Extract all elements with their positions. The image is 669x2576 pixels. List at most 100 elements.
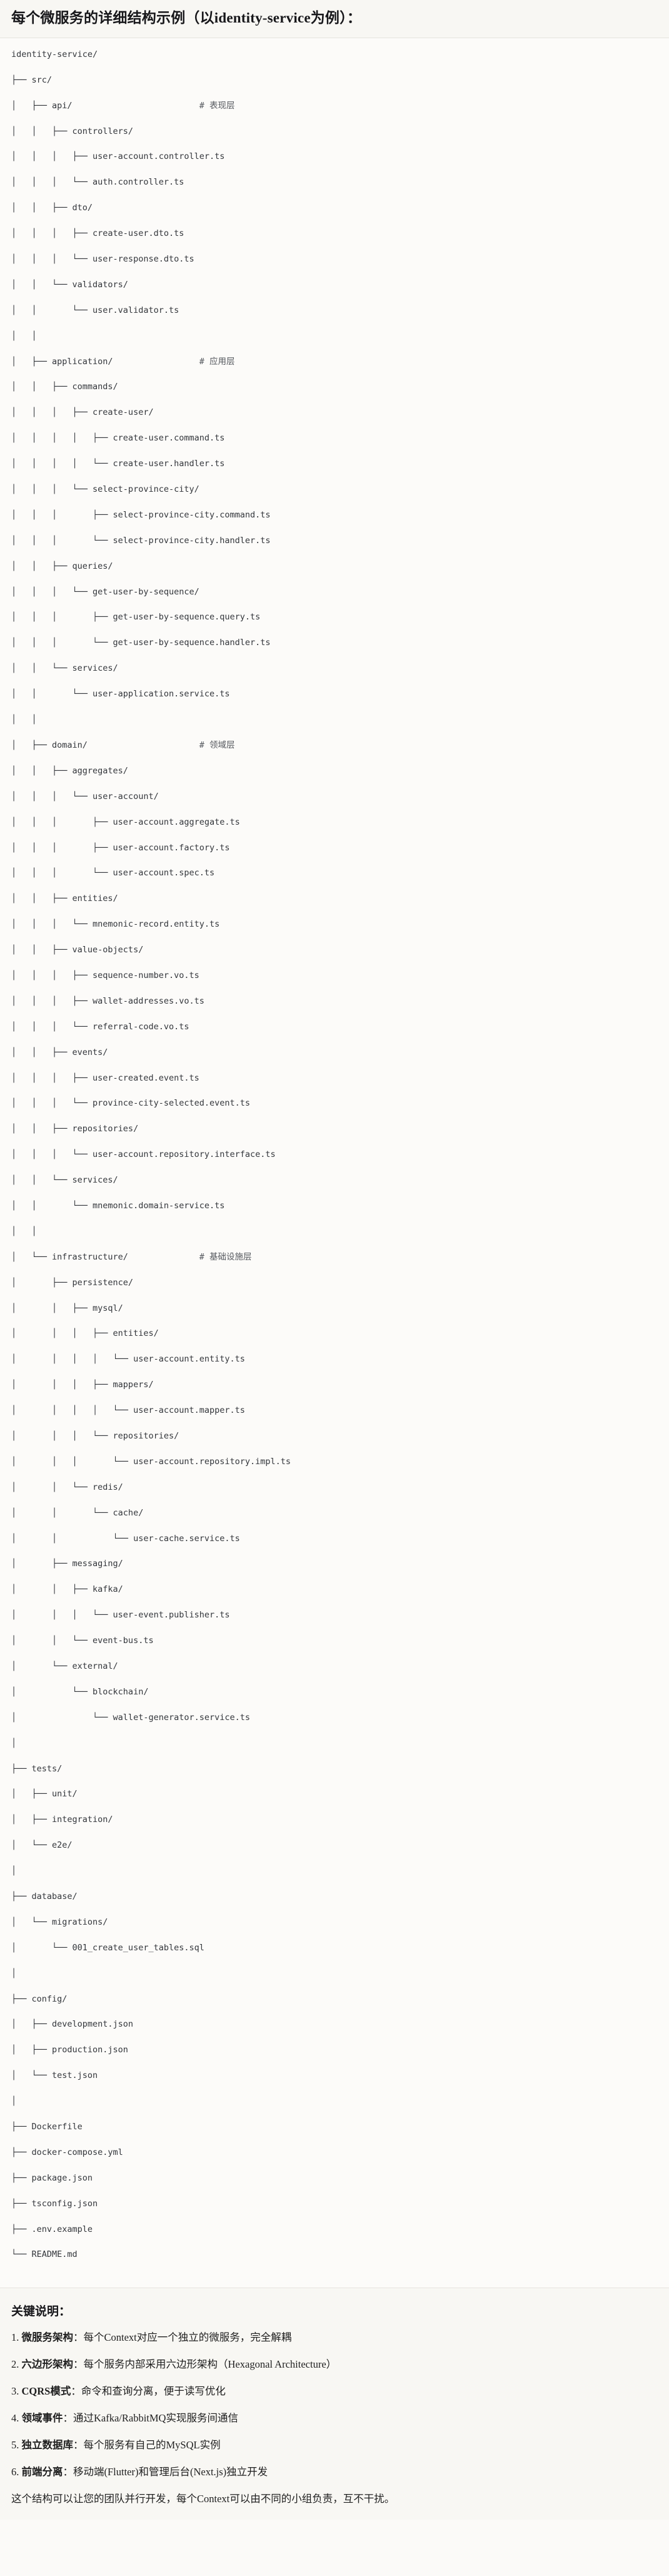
- tree-line: │ │: [11, 330, 658, 342]
- tree-line-label: identity-service/: [11, 49, 98, 59]
- tree-line-label: │ │ │ ├── create-user/: [11, 407, 154, 418]
- tree-line: ├── tests/: [11, 1763, 658, 1775]
- tree-line-comment: # 应用层: [199, 356, 235, 367]
- key-note-description: 移动端(Flutter)和管理后台(Next.js)独立开发: [73, 2465, 268, 2478]
- tree-line: ├── docker-compose.yml: [11, 2146, 658, 2159]
- key-note-term: 领域事件: [21, 2412, 63, 2425]
- tree-line-label: │ └── blockchain/: [11, 1686, 149, 1697]
- tree-line-label: │ │ ├── controllers/: [11, 126, 134, 136]
- tree-line-label: │ │: [11, 715, 37, 725]
- key-note-separator: ：: [63, 2412, 74, 2425]
- key-note-item: 6. 前端分离：移动端(Flutter)和管理后台(Next.js)独立开发: [11, 2465, 658, 2480]
- key-note-item: 3. CQRS模式：命令和查询分离，便于读写优化: [11, 2384, 658, 2399]
- tree-line: │ │ │ └── get-user-by-sequence.handler.t…: [11, 636, 658, 649]
- tree-line-label: │ │ ├── value-objects/: [11, 945, 144, 955]
- tree-line: │ │ │ │ └── user-account.mapper.ts: [11, 1404, 658, 1417]
- tree-line-label: │ ├── domain/: [11, 740, 88, 750]
- tree-line: │ └── blockchain/: [11, 1686, 658, 1698]
- tree-line-label: │ │ │ └── repositories/: [11, 1430, 179, 1441]
- tree-line: │ │ │ └── user-response.dto.ts: [11, 253, 658, 265]
- tree-line: │ │ │ ├── user-created.event.ts: [11, 1072, 658, 1084]
- tree-line-gap: [113, 357, 199, 367]
- key-note-term: 六边形架构: [21, 2358, 74, 2371]
- key-note-term: 独立数据库: [21, 2439, 74, 2451]
- key-notes-heading: 关键说明：: [11, 2305, 71, 2319]
- key-note-description: 每个服务有自己的MySQL实例: [83, 2439, 221, 2451]
- tree-line-label: ├── .env.example: [11, 2224, 93, 2234]
- key-note-item: 5. 独立数据库：每个服务有自己的MySQL实例: [11, 2438, 658, 2453]
- page-root: 每个微服务的详细结构示例（以identity-service为例）： ident…: [0, 10, 669, 2505]
- tree-line: │ ├── persistence/: [11, 1276, 658, 1289]
- tree-line-label: │ │ └── event-bus.ts: [11, 1636, 154, 1646]
- tree-line: │ │ │ ├── create-user/: [11, 406, 658, 419]
- key-note-separator: ：: [63, 2465, 74, 2478]
- tree-line: ├── config/: [11, 1993, 658, 2005]
- directory-tree-block: identity-service/ ├── src/ │ ├── api/ # …: [0, 38, 669, 2289]
- tree-line-label: │ │ │ │ ├── create-user.command.ts: [11, 433, 225, 444]
- tree-line: │ │ ├── commands/: [11, 380, 658, 393]
- key-note-item: 4. 领域事件：通过Kafka/RabbitMQ实现服务间通信: [11, 2411, 658, 2426]
- key-note-item: 1. 微服务架构：每个Context对应一个独立的微服务，完全解耦: [11, 2330, 658, 2345]
- tree-line-label: │ │ ├── commands/: [11, 382, 118, 392]
- tree-line: │ ├── domain/ # 领域层: [11, 739, 658, 751]
- key-note-description: 每个服务内部采用六边形架构（Hexagonal Architecture）: [83, 2358, 337, 2371]
- tree-line-label: ├── tsconfig.json: [11, 2198, 98, 2209]
- tree-line-label: │ │ │ └── select-province-city/: [11, 484, 199, 495]
- tree-line-label: │ │: [11, 1226, 37, 1236]
- tree-line-label: │ │ │ ├── select-province-city.command.t…: [11, 509, 271, 520]
- tree-line-label: │ └── wallet-generator.service.ts: [11, 1712, 251, 1723]
- key-note-term: 前端分离: [21, 2465, 63, 2478]
- tree-line-label: │ │ │ │ └── user-account.mapper.ts: [11, 1405, 245, 1416]
- tree-line: │ │ │ ├── user-account.aggregate.ts: [11, 816, 658, 828]
- tree-line: │ │ │ ├── select-province-city.command.t…: [11, 509, 658, 521]
- tree-line: ├── src/: [11, 74, 658, 86]
- tree-line-label: │ │ │ ├── sequence-number.vo.ts: [11, 970, 199, 980]
- tree-line: │ │ │ └── get-user-by-sequence/: [11, 586, 658, 598]
- key-note-description: 每个Context对应一个独立的微服务，完全解耦: [83, 2331, 292, 2344]
- tree-line: │: [11, 1967, 658, 1980]
- tree-line: │ └── wallet-generator.service.ts: [11, 1711, 658, 1724]
- tree-line: │ │ │ ├── user-account.controller.ts: [11, 150, 658, 163]
- tree-line-label: │ │ └── user-application.service.ts: [11, 689, 230, 700]
- tree-line: │ │ │ │ └── user-account.entity.ts: [11, 1353, 658, 1365]
- tree-line-label: │ │ ├── dto/: [11, 203, 93, 213]
- tree-line-comment: # 表现层: [199, 100, 235, 111]
- tree-line: │ │ │ └── referral-code.vo.ts: [11, 1021, 658, 1033]
- tree-line-label: │ │ │ └── get-user-by-sequence.handler.t…: [11, 638, 271, 648]
- tree-line-label: │: [11, 1968, 17, 1978]
- tree-line-label: │ └── infrastructure/: [11, 1251, 128, 1262]
- tree-line: │ │ └── validators/: [11, 278, 658, 291]
- key-note-description: 命令和查询分离，便于读写优化: [81, 2385, 226, 2398]
- tree-line-label: │: [11, 2096, 17, 2107]
- tree-line-label: ├── tests/: [11, 1763, 63, 1774]
- tree-line: │ │ └── redis/: [11, 1481, 658, 1494]
- tree-line-label: │ │ ├── events/: [11, 1047, 108, 1057]
- tree-line: │ ├── application/ # 应用层: [11, 355, 658, 368]
- tree-line-label: │ │ │ └── get-user-by-sequence/: [11, 586, 199, 597]
- closing-paragraph: 这个结构可以让您的团队并行开发，每个Context可以由不同的小组负责，互不干扰…: [11, 2492, 395, 2505]
- tree-line-label: │ │ │ ├── create-user.dto.ts: [11, 228, 184, 239]
- key-note-number: 5.: [11, 2439, 19, 2451]
- tree-line: │ ├── messaging/: [11, 1557, 658, 1570]
- tree-line-label: │ ├── production.json: [11, 2045, 128, 2055]
- tree-line-label: │ │ ├── entities/: [11, 893, 118, 904]
- tree-line-label: │ │ │ └── province-city-selected.event.t…: [11, 1098, 251, 1109]
- tree-line-label: │ │ │ └── select-province-city.handler.t…: [11, 535, 271, 546]
- tree-line: │ ├── production.json: [11, 2044, 658, 2056]
- tree-line: │ │ │ └── province-city-selected.event.t…: [11, 1097, 658, 1109]
- tree-line: │ │ └── user-application.service.ts: [11, 688, 658, 700]
- tree-line-label: │ ├── development.json: [11, 2019, 134, 2030]
- tree-line: ├── Dockerfile: [11, 2120, 658, 2133]
- tree-line-label: │ │ └── mnemonic.domain-service.ts: [11, 1200, 225, 1211]
- tree-line-label: │ │ ├── aggregates/: [11, 765, 128, 776]
- tree-line: │ │ │ ├── sequence-number.vo.ts: [11, 969, 658, 982]
- tree-line: │ │ └── services/: [11, 662, 658, 675]
- tree-line-label: ├── docker-compose.yml: [11, 2147, 123, 2157]
- key-note-number: 3.: [11, 2385, 19, 2398]
- tree-line-label: │ │ │ ├── user-created.event.ts: [11, 1072, 199, 1083]
- tree-line-label: └── README.md: [11, 2249, 78, 2260]
- tree-line: │ └── infrastructure/ # 基础设施层: [11, 1251, 658, 1263]
- tree-line-label: │ │ ├── queries/: [11, 561, 113, 571]
- tree-line-label: │ │ │ │ └── user-account.entity.ts: [11, 1354, 245, 1365]
